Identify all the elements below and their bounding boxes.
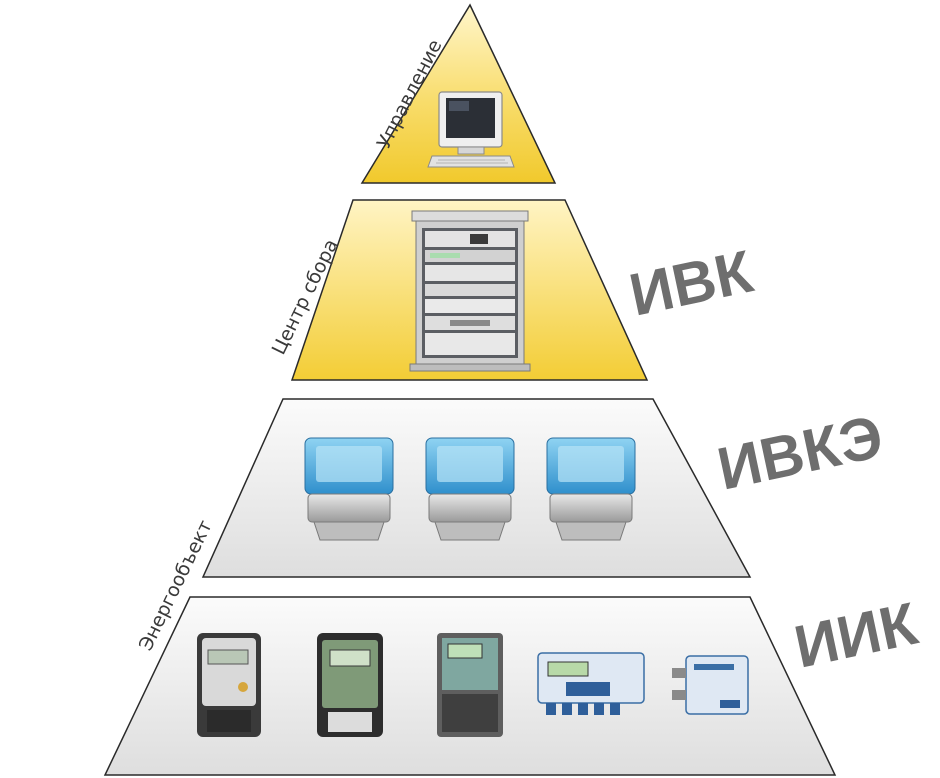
level-label-ivk: ИВК <box>624 238 759 329</box>
tier-metering: Энергообъект ИИК <box>103 517 923 776</box>
electric-meter-icon <box>437 633 503 737</box>
tier-collection-center: Центр сбора ИВК <box>268 199 759 381</box>
tier-concentrators: ИВКЭ <box>201 398 889 578</box>
controller-device-icon <box>672 655 749 715</box>
level-label-iik: ИИК <box>789 590 923 681</box>
data-concentrator-icon <box>425 437 515 541</box>
server-rack-icon <box>409 210 531 372</box>
level-label-ivke: ИВКЭ <box>712 403 889 503</box>
tier-management: Управление <box>360 3 557 184</box>
controller-device-icon <box>537 652 645 715</box>
computer-monitor-icon <box>427 91 515 168</box>
data-concentrator-icon <box>304 437 394 541</box>
electric-meter-icon <box>197 633 261 737</box>
data-concentrator-icon <box>546 437 636 541</box>
electric-meter-icon <box>317 633 383 737</box>
